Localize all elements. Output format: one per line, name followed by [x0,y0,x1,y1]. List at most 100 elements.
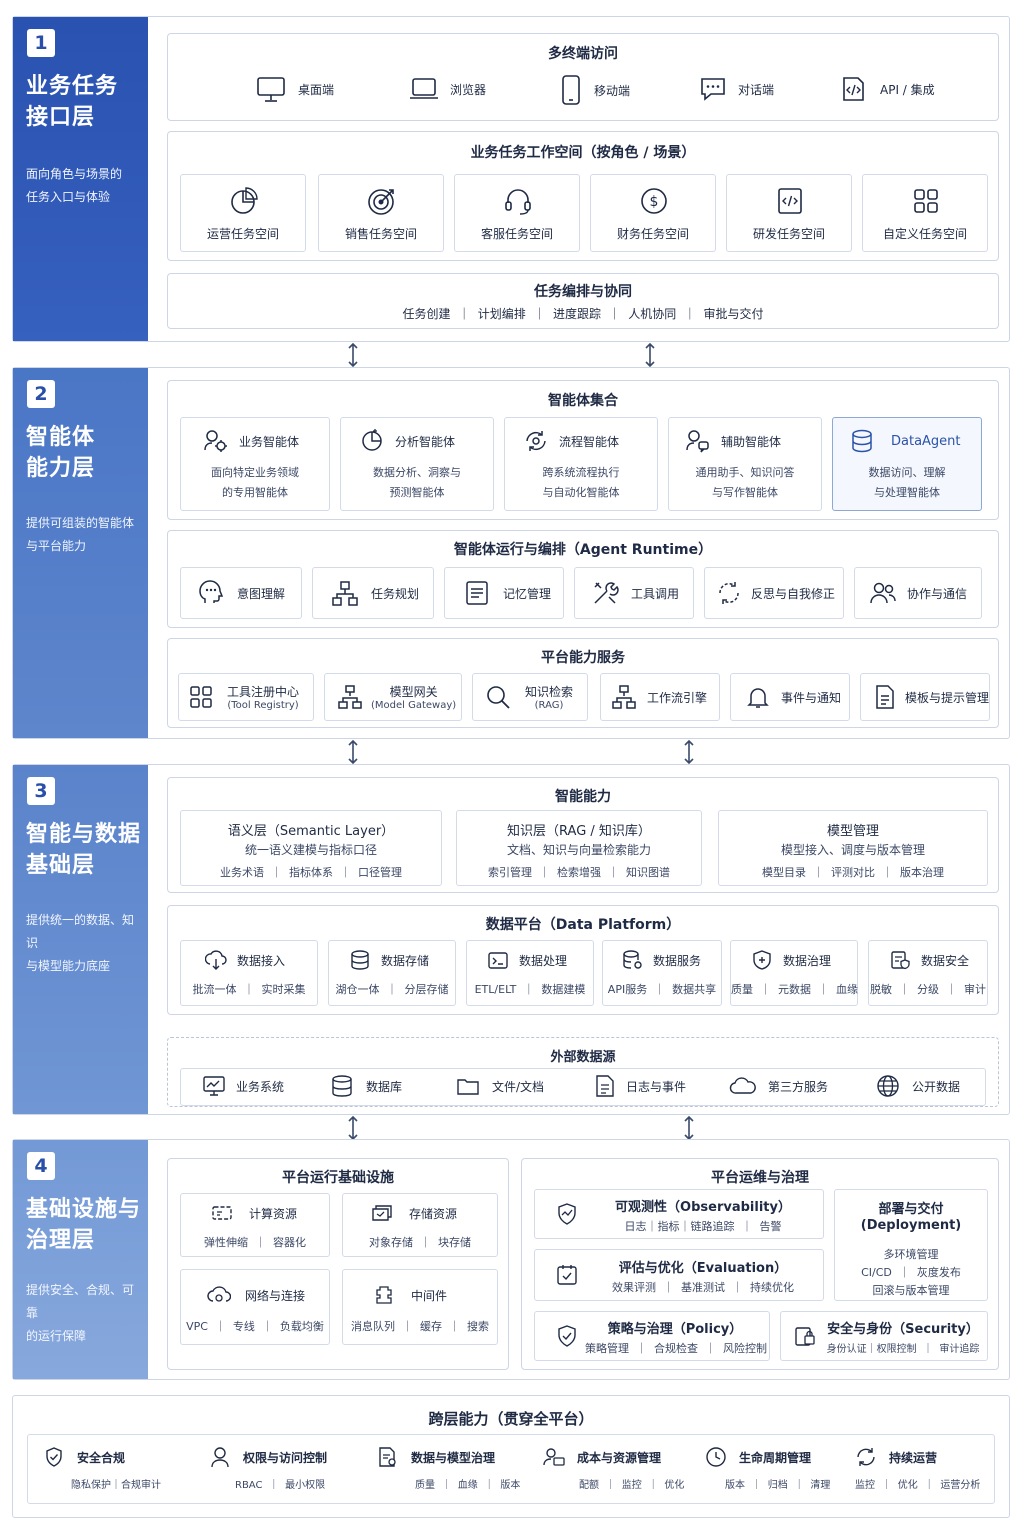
agent-card-process[interactable]: 流程智能体 跨系统流程执行 与自动化智能体 [504,417,658,511]
terminal-item-chat[interactable]: 对话端 [698,74,774,104]
runtime-item-memory[interactable]: 记忆管理 [444,567,564,619]
external-source-database[interactable]: 数据库 [330,1074,402,1098]
external-source-public[interactable]: 公开数据 [876,1074,960,1098]
data-card-ingest[interactable]: 数据接入 批流一体 ｜ 实时采集 [180,940,318,1006]
terminal-label: 移动端 [594,83,631,98]
platform-item-workflow[interactable]: 工作流引擎 [600,673,720,721]
panel-title: 外部数据源 [550,1050,616,1065]
infra-card-middleware[interactable]: 中间件 消息队列 ｜ 缓存 ｜ 搜索 [342,1269,498,1345]
agent-label: 辅助智能体 [721,434,782,449]
runtime-label: 任务规划 [371,586,420,601]
workspace-card-service[interactable]: 客服任务空间 [454,174,580,252]
infra-card-storage[interactable]: 存储资源 对象存储 ｜ 块存储 [342,1193,498,1257]
workspace-card-custom[interactable]: 自定义任务空间 [862,174,988,252]
agent-description: 跨系统流程执行 [542,466,620,479]
code-file-icon [778,188,802,214]
workspace-label: 运营任务空间 [206,227,279,241]
terminal-item-browser[interactable]: 浏览器 [408,74,486,104]
cross-label: 权限与访问控制 [243,1450,328,1465]
cycle-icon [857,1448,875,1466]
platform-item-tool-registry[interactable]: 工具注册中心 (Tool Registry) [178,673,314,721]
ops-card-deployment[interactable]: 部署与交付 (Deployment) 多环境管理 CI/CD ｜ 灰度发布 回滚… [834,1189,988,1301]
infra-label: 计算资源 [249,1206,298,1221]
workspace-label: 自定义任务空间 [882,227,967,241]
ops-features: 效果评测 ｜ 基准测试 ｜ 持续优化 [612,1281,794,1294]
external-source-logs[interactable]: 日志与事件 [594,1074,686,1098]
agent-label: 分析智能体 [395,434,456,449]
cross-item-operations[interactable]: 持续运营 监控 ｜ 优化 ｜ 运营分析 [855,1446,995,1491]
cross-item-cost[interactable]: 成本与资源管理 配额 ｜ 监控 ｜ 优化 [543,1446,693,1491]
analysis-icon [362,429,382,451]
platform-sublabel: (Tool Registry) [227,700,299,711]
platform-item-templates[interactable]: 模板与提示管理 [860,673,990,721]
cross-item-compliance[interactable]: 安全合规 隐私保护｜合规审计 [43,1446,193,1491]
data-model-icon [379,1447,396,1467]
infra-card-network[interactable]: 网络与连接 VPC ｜ 专线 ｜ 负载均衡 [180,1269,330,1345]
platform-label: 工具注册中心 [227,685,300,699]
external-source-files[interactable]: 文件/文档 [456,1074,544,1098]
ops-card-evaluation[interactable]: 评估与优化（Evaluation） 效果评测 ｜ 基准测试 ｜ 持续优化 [534,1249,824,1301]
ops-title: 评估与优化（Evaluation） [618,1261,788,1276]
workspace-card-rnd[interactable]: 研发任务空间 [726,174,852,252]
ops-card-observability[interactable]: 可观测性（Observability） 日志｜指标｜链路追踪 ｜ 告警 [534,1189,824,1239]
runtime-item-tools[interactable]: 工具调用 [574,567,694,619]
workspace-card-operations[interactable]: 运营任务空间 [180,174,306,252]
cross-features: 监控 ｜ 优化 ｜ 运营分析 [855,1480,981,1491]
capability-card-knowledge[interactable]: 知识层（RAG / 知识库） 文档、知识与向量检索能力 索引管理 ｜ 检索增强 … [456,810,702,886]
ops-features: 日志｜指标｜链路追踪 ｜ 告警 [624,1220,782,1233]
external-source-business[interactable]: 业务系统 [202,1074,284,1098]
platform-label: 模型网关 [389,685,438,699]
cross-features: 版本 ｜ 归档 ｜ 清理 [725,1480,831,1491]
runtime-item-reflection[interactable]: 反思与自我修正 [704,567,844,619]
layer-infrastructure-governance: 4 基础设施与治理层 提供安全、合规、可靠的运行保障 平台运行基础设施 计算资源… [12,1139,1010,1380]
cross-label: 安全合规 [77,1450,126,1465]
agent-description: 通用助手、知识问答 [695,466,795,479]
task-workspace-panel: 业务任务工作空间（按角色 / 场景） 运营任务空间 销售任务空间 客服任务空间 … [167,131,999,261]
layer-name: 业务任务 [26,74,119,99]
terminal-item-mobile[interactable]: 移动端 [560,74,630,106]
terminal-item-api[interactable]: API / 集成 [838,74,935,104]
agent-card-business[interactable]: 业务智能体 面向特定业务领域 的专用智能体 [180,417,330,511]
ops-card-policy[interactable]: 策略与治理（Policy） 策略管理 ｜ 合规检查 ｜ 风险控制 [534,1311,770,1361]
platform-item-rag[interactable]: 知识检索 (RAG) [472,673,588,721]
capability-description: 模型接入、调度与版本管理 [780,843,925,857]
data-card-storage[interactable]: 数据存储 湖仓一体 ｜ 分层存储 [328,940,456,1006]
infra-card-compute[interactable]: 计算资源 弹性伸缩 ｜ 容器化 [180,1193,330,1257]
data-card-label: 数据安全 [921,953,970,968]
cross-item-data-model-governance[interactable]: 数据与模型治理 质量 ｜ 血缘 ｜ 版本 [377,1446,527,1491]
cross-item-lifecycle[interactable]: 生命周期管理 版本 ｜ 归档 ｜ 清理 [705,1446,845,1491]
orchestration-features: 任务创建 ｜ 计划编排 ｜ 进度跟踪 ｜ 人机协同 ｜ 审批与交付 [402,307,764,321]
agent-description: 数据访问、理解 [868,466,946,479]
layer-name: 智能与数据 [26,822,142,847]
data-card-service[interactable]: 数据服务 API服务 ｜ 数据共享 [602,940,722,1006]
terminal-label: API / 集成 [880,82,935,97]
terminal-item-desktop[interactable]: 桌面端 [256,74,334,104]
observability-icon [558,1203,576,1225]
bidirectional-arrow-icon [684,1115,694,1141]
security-icon [891,951,910,970]
hierarchy-icon [332,581,358,606]
ops-card-security[interactable]: 安全与身份（Security） 身份认证｜权限控制 ｜ 审计追踪 [780,1311,988,1361]
storage-icon [351,950,369,970]
cross-item-access-control[interactable]: 权限与访问控制 RBAC ｜ 最小权限 [209,1446,359,1491]
data-card-features: ETL/ELT ｜ 数据建模 [474,983,586,996]
data-card-security[interactable]: 数据安全 脱敏 ｜ 分级 ｜ 审计 [868,940,988,1006]
cross-features: 配额 ｜ 监控 ｜ 优化 [579,1480,685,1491]
agent-card-analysis[interactable]: 分析智能体 数据分析、洞察与 预测智能体 [340,417,494,511]
platform-item-events[interactable]: 事件与通知 [730,673,850,721]
data-card-governance[interactable]: 数据治理 质量 ｜ 元数据 ｜ 血缘 [730,940,858,1006]
workspace-card-sales[interactable]: 销售任务空间 [318,174,444,252]
data-card-processing[interactable]: 数据处理 ETL/ELT ｜ 数据建模 [466,940,594,1006]
capability-card-model[interactable]: 模型管理 模型接入、调度与版本管理 模型目录 ｜ 评测对比 ｜ 版本治理 [718,810,988,886]
agent-card-assistant[interactable]: 辅助智能体 通用助手、知识问答 与写作智能体 [668,417,822,511]
external-source-third-party[interactable]: 第三方服务 [728,1074,828,1098]
runtime-item-intent[interactable]: 意图理解 [180,567,302,619]
runtime-item-planning[interactable]: 任务规划 [312,567,434,619]
external-source-label: 日志与事件 [626,1079,687,1094]
capability-card-semantic[interactable]: 语义层（Semantic Layer） 统一语义建模与指标口径 业务术语 ｜ 指… [180,810,442,886]
agent-card-dataagent[interactable]: DataAgent 数据访问、理解 与处理智能体 [832,417,982,511]
cross-label: 成本与资源管理 [577,1450,662,1465]
platform-item-model-gateway[interactable]: 模型网关 (Model Gateway) [324,673,462,721]
workspace-card-finance[interactable]: $ 财务任务空间 [590,174,716,252]
runtime-item-collaboration[interactable]: 协作与通信 [854,567,982,619]
